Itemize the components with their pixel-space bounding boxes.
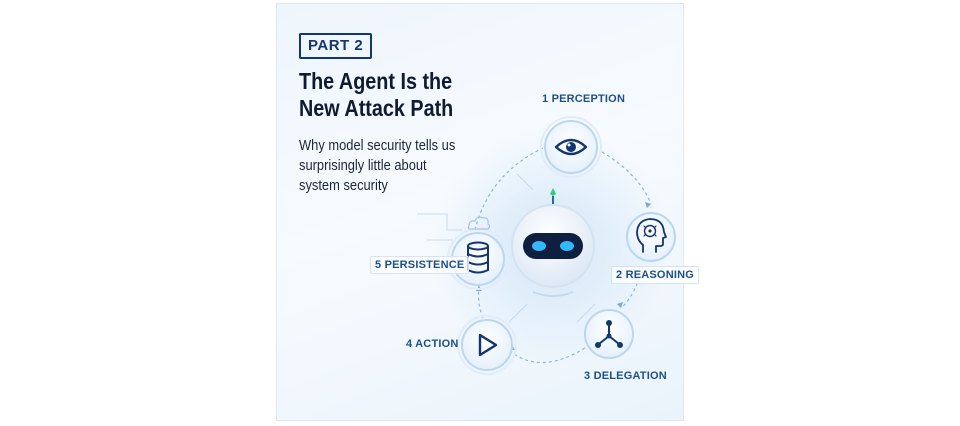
play-icon <box>478 333 498 357</box>
subtitle: Why model security tells us surprisingly… <box>299 136 505 196</box>
arrowhead-delegation <box>617 302 623 308</box>
title-line-1: The Agent Is the <box>299 68 453 94</box>
node-perception <box>540 116 602 178</box>
agent-cycle-diagram <box>417 116 676 375</box>
label-persistence: 5 PERSISTENCE <box>370 256 470 274</box>
subtitle-line-3: system security <box>299 177 388 194</box>
node-action <box>457 315 517 375</box>
node-reasoning <box>626 212 676 262</box>
eye-icon <box>554 138 588 156</box>
subtitle-line-2: surprisingly little about <box>299 157 427 174</box>
arrowhead-reasoning <box>645 202 651 208</box>
network-node-icon <box>595 320 623 348</box>
part-badge: PART 2 <box>299 33 373 59</box>
circuit-lines <box>417 173 596 323</box>
cloud-icon <box>467 216 491 230</box>
database-icon <box>467 241 489 274</box>
connector-perception-reasoning <box>601 151 652 205</box>
label-action: 4 ACTION <box>406 338 459 350</box>
label-delegation: 3 DELEGATION <box>584 370 667 382</box>
connector-reasoning-delegation <box>620 265 644 309</box>
title-line-2: New Attack Path <box>299 95 454 121</box>
page-title: The Agent Is the New Attack Path <box>299 68 505 122</box>
brain-head-icon <box>636 218 667 253</box>
infographic-card: PART 2 The Agent Is the New Attack Path … <box>276 3 699 421</box>
label-reasoning: 2 REASONING <box>611 266 699 284</box>
label-perception: 1 PERCEPTION <box>542 93 626 105</box>
subtitle-line-1: Why model security tells us <box>299 137 456 154</box>
connector-persistence-perception <box>474 147 544 231</box>
robot-icon <box>511 188 595 297</box>
node-delegation <box>584 309 634 359</box>
